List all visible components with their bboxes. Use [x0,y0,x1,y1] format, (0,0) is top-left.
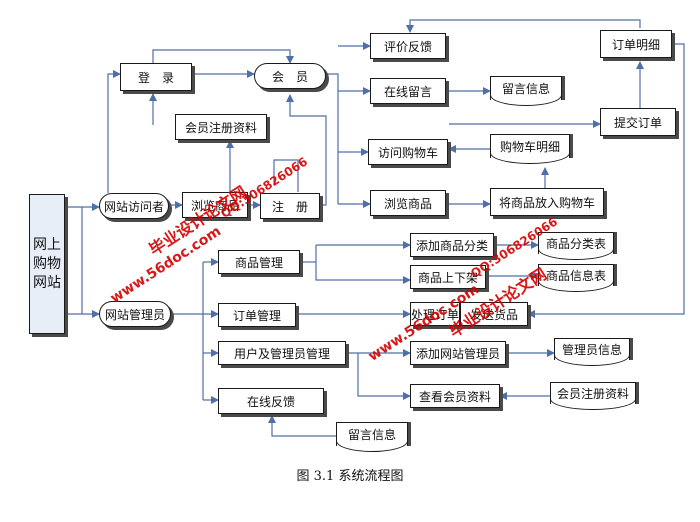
node-admin-info: 管理员信息 [554,338,630,366]
node-goods-mgmt: 商品管理 [218,250,300,274]
node-message-info-bottom: 留言信息 [336,422,408,452]
figure-caption: 图 3.1 系统流程图 [296,469,404,484]
node-visitor: 网站访问者 [99,193,169,219]
node-category-table: 商品分类表 [538,232,614,260]
edge-users-viewmember [357,353,411,400]
edge-msg-feedback [268,415,336,437]
node-add-category: 添加商品分类 [410,233,494,257]
node-browse-goods-left: 浏览商品 [182,192,248,218]
node-cart-detail: 购物车明细 [490,134,570,164]
node-order-mgmt: 订单管理 [218,303,296,327]
node-order-detail: 订单明细 [600,30,672,58]
node-login: 登 录 [120,63,192,91]
node-review: 评价反馈 [370,33,446,59]
node-member-reg-info: 会员注册资料 [175,114,267,140]
node-member-reg-info-bottom: 会员注册资料 [550,382,636,410]
edge-goods-listing [315,245,411,284]
node-ship-goods: 发送货品 [460,302,528,326]
node-admin: 网站管理员 [99,301,171,327]
edge-member-top [152,49,294,64]
node-root: 网上 购物 网站 [29,194,65,334]
edge-orderdetail-review [406,19,641,33]
node-goods-listing: 商品上下架 [410,265,486,289]
node-online-message: 在线留言 [370,78,446,104]
node-add-admin: 添加网站管理员 [410,341,506,365]
edge-member-trunk [324,73,339,204]
node-process-order: 处理订单 [410,302,460,326]
edge-visitor-login [107,70,121,193]
node-online-feedback: 在线反馈 [218,388,324,414]
edge-reginfo-member-loop [273,159,299,192]
edge-register-member [286,94,327,206]
node-member: 会 员 [254,63,326,89]
edge-orderdetail-ship [527,43,685,318]
node-view-member-info: 查看会员资料 [410,384,500,408]
node-user-admin-mgmt: 用户及管理员管理 [218,341,346,365]
node-message-info-top: 留言信息 [490,76,562,106]
node-submit-order: 提交订单 [600,108,676,136]
node-goods-info-table: 商品信息表 [538,264,614,292]
node-register: 注 册 [260,193,320,219]
node-browse-goods: 浏览商品 [370,190,446,216]
node-add-to-cart: 将商品放入购物车 [490,188,604,216]
node-visit-cart: 访问购物车 [368,139,448,165]
